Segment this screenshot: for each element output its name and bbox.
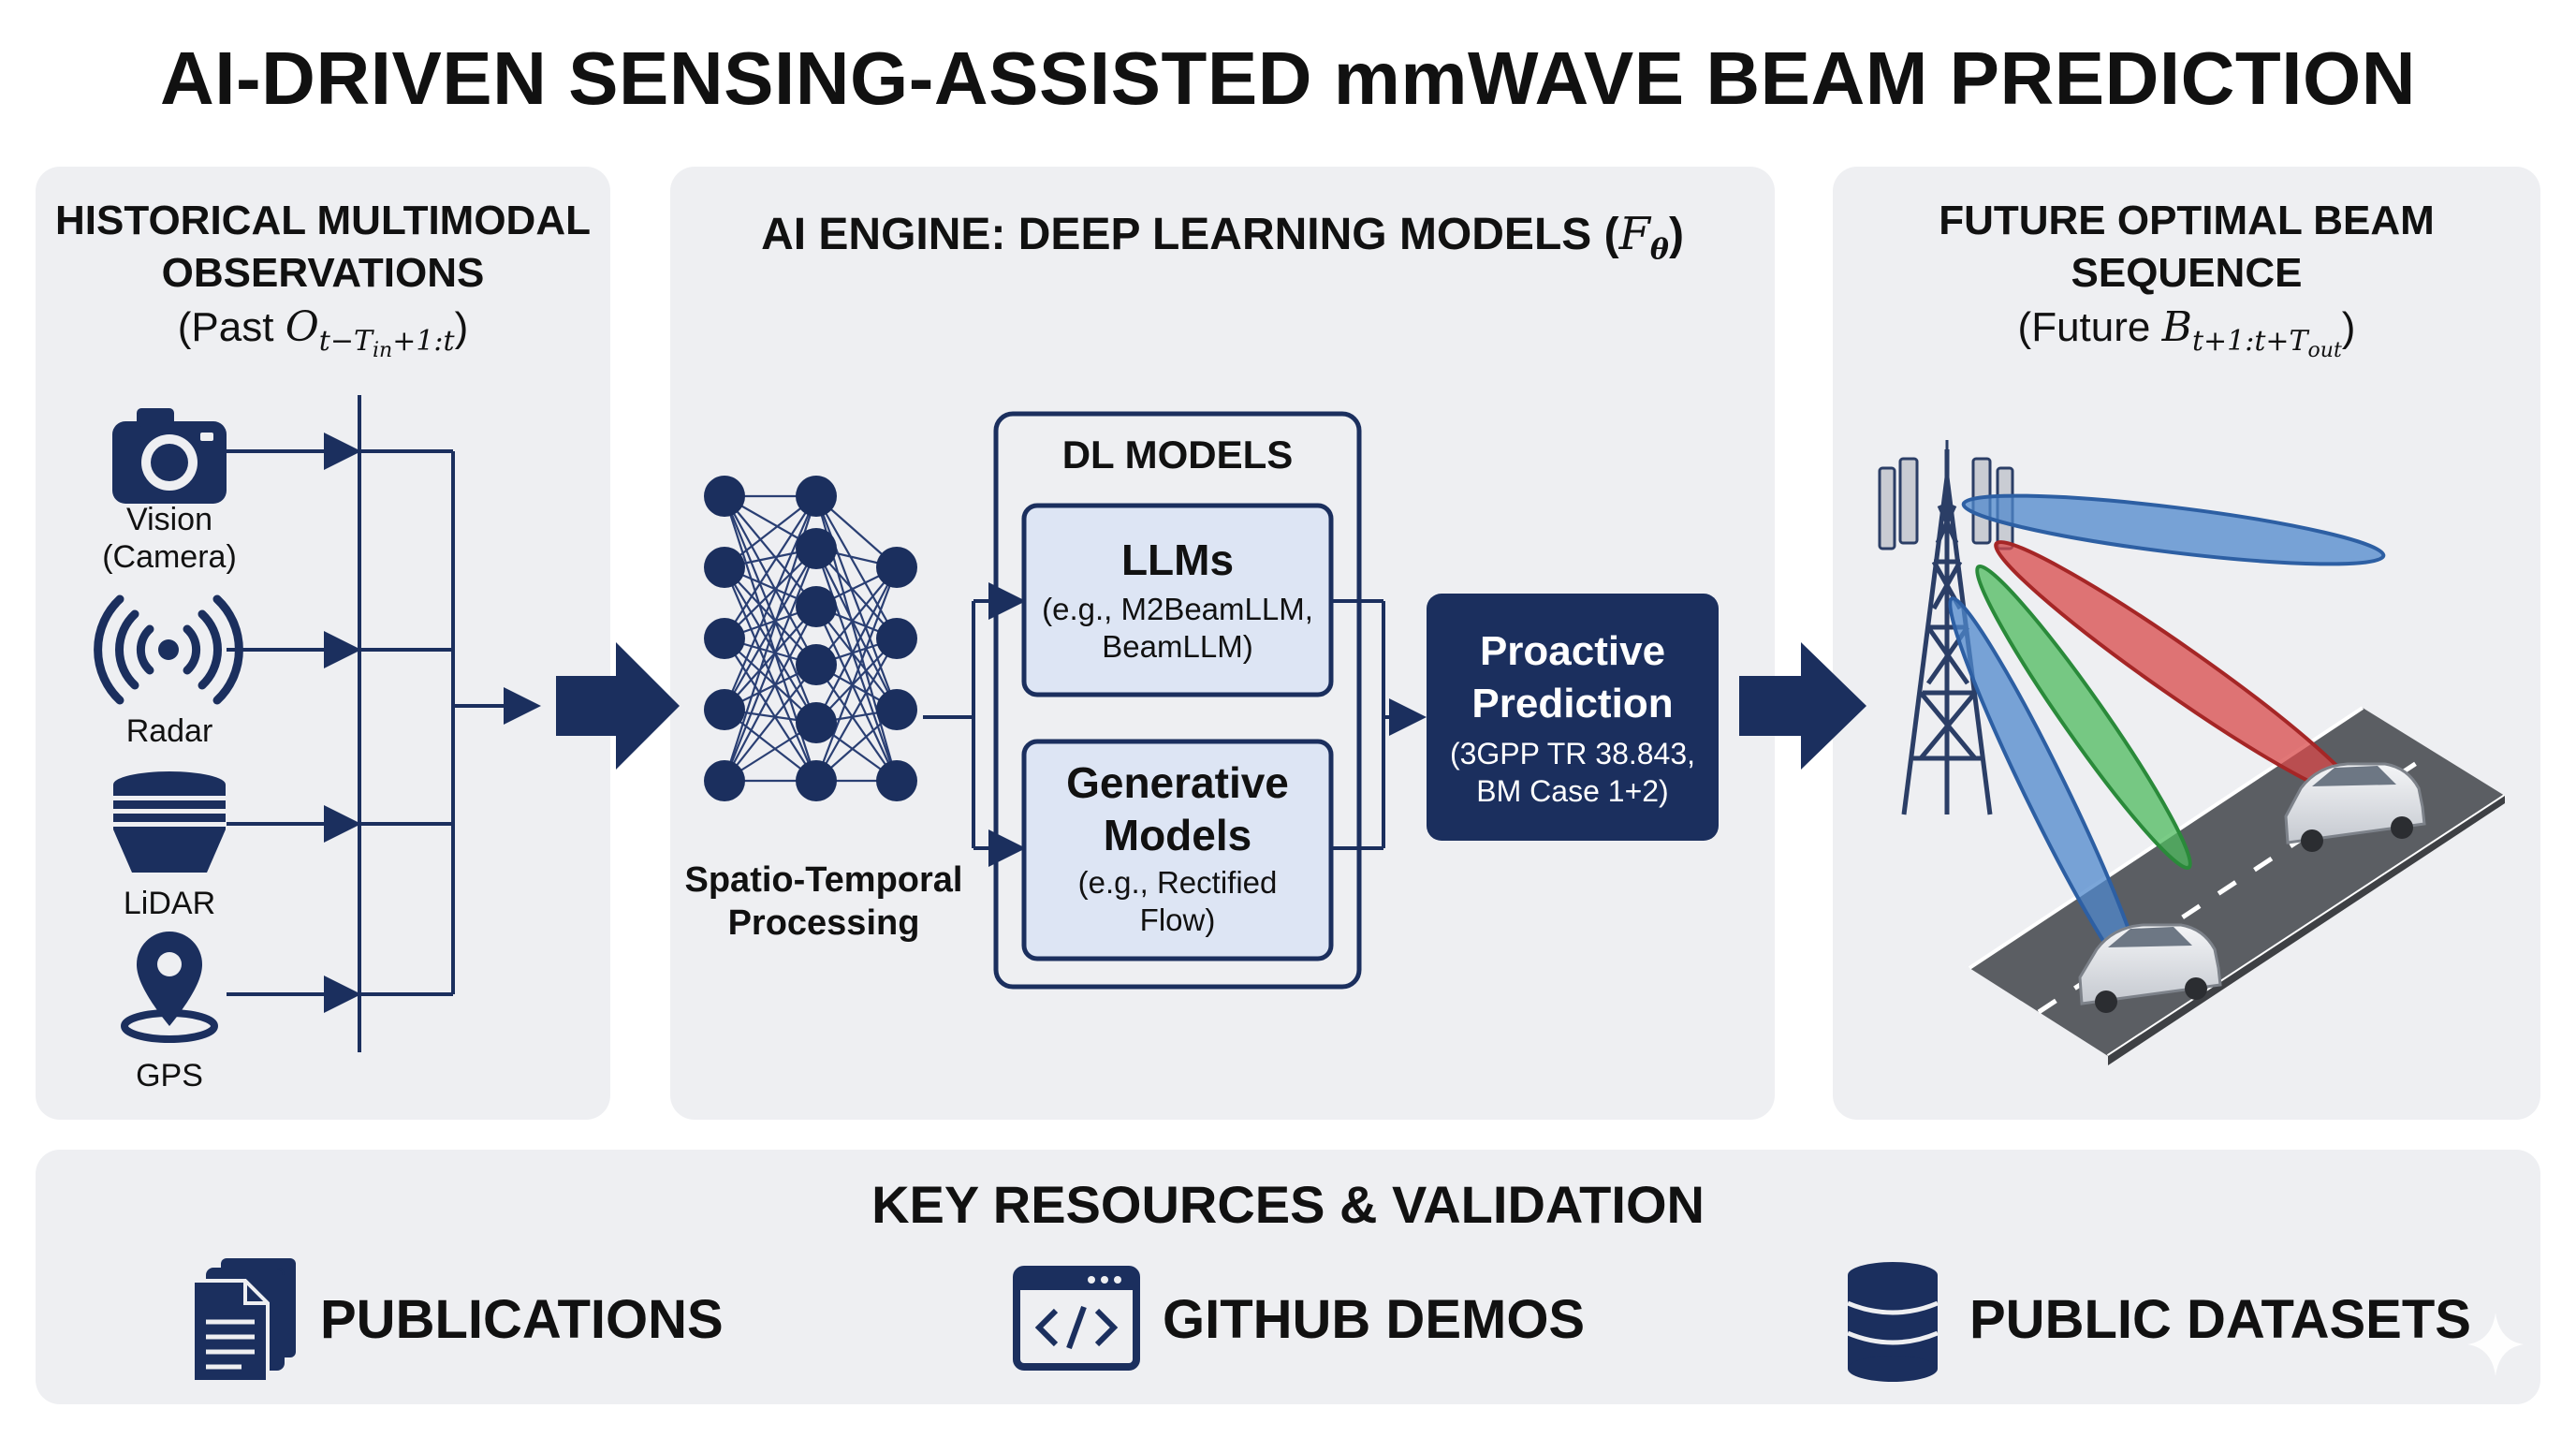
nn-node xyxy=(876,618,917,659)
input-wiring xyxy=(227,395,541,1052)
nn-node xyxy=(796,586,837,627)
generative-example-line1: (e.g., Rectified xyxy=(1078,865,1278,900)
prediction-title-line2: Prediction xyxy=(1471,681,1673,726)
nn-node xyxy=(704,618,745,659)
nn-node xyxy=(876,689,917,730)
generative-title-line2: Models xyxy=(1104,811,1251,859)
car-icon xyxy=(2284,762,2426,852)
middle-panel-title: AI ENGINE: DEEP LEARNING MODELS (Fθ) xyxy=(761,208,1684,267)
camera-label: (Camera) xyxy=(102,539,237,575)
nn-edge xyxy=(814,495,899,711)
code-window-icon xyxy=(1013,1266,1140,1371)
historical-observations-panel xyxy=(36,167,610,1120)
nn-node xyxy=(876,547,917,588)
proactive-prediction-box xyxy=(1427,594,1719,841)
beam-3 xyxy=(1975,564,2192,871)
nn-edge xyxy=(724,566,817,666)
gps-label: GPS xyxy=(136,1058,203,1093)
lidar-label: LiDAR xyxy=(124,886,215,921)
left-panel-title: HISTORICAL MULTIMODAL OBSERVATIONS (Past… xyxy=(36,195,610,379)
right-panel-subtitle: (Future Bt+1:t+Tout) xyxy=(2017,303,2356,362)
key-resources-panel xyxy=(36,1150,2540,1404)
right-panel-title: FUTURE OPTIMAL BEAM SEQUENCE (Future Bt+… xyxy=(1833,195,2540,379)
resource-label-publications: PUBLICATIONS xyxy=(320,1289,724,1350)
nn-edge xyxy=(815,566,898,724)
nn-node xyxy=(876,760,917,801)
gps-pin-icon xyxy=(121,932,218,1043)
radar-label: Radar xyxy=(126,713,213,749)
left-panel-subtitle: (Past Ot−Tin+1:t) xyxy=(177,303,469,362)
car-icon xyxy=(2078,923,2222,1013)
nn-node xyxy=(796,760,837,801)
camera-icon xyxy=(112,408,227,504)
generative-example-line2: Flow) xyxy=(1140,902,1216,937)
nn-edge xyxy=(815,566,898,666)
nn-edge xyxy=(815,638,898,782)
nn-edge xyxy=(723,566,818,782)
flow-arrow-2 xyxy=(1739,642,1866,770)
neural-network xyxy=(704,476,917,801)
nn-edge xyxy=(815,495,898,639)
documents-icon xyxy=(191,1258,296,1384)
nn-edge xyxy=(723,548,818,782)
nn-edge xyxy=(814,566,899,782)
sparkle-icon xyxy=(2467,1313,2524,1376)
lidar-icon xyxy=(113,771,226,873)
nn-edge xyxy=(815,664,898,782)
nn-node xyxy=(796,702,837,743)
bottom-panel-title: KEY RESOURCES & VALIDATION xyxy=(871,1175,1705,1234)
nn-edge xyxy=(724,638,817,782)
nn-edge xyxy=(724,664,817,782)
nn-edge xyxy=(724,566,817,724)
radar-icon xyxy=(94,594,243,705)
resource-label-public-datasets: PUBLIC DATASETS xyxy=(1969,1289,2471,1350)
generative-title-line1: Generative xyxy=(1066,758,1289,807)
nn-node xyxy=(704,760,745,801)
nn-edge xyxy=(815,548,898,711)
nn-edge xyxy=(724,548,817,639)
nn-node xyxy=(704,547,745,588)
dl-models-container xyxy=(993,411,1362,990)
llms-box xyxy=(1021,503,1334,697)
nn-edge xyxy=(724,606,817,782)
resource-label-github-demos: GITHUB DEMOS xyxy=(1163,1289,1586,1350)
llms-example-line1: (e.g., M2BeamLLM, xyxy=(1042,592,1313,626)
nn-edge xyxy=(723,495,818,711)
flow-arrow-1 xyxy=(556,642,680,770)
prediction-title-line1: Proactive xyxy=(1480,628,1665,674)
nn-edge xyxy=(815,606,898,782)
nn-edge xyxy=(724,638,817,724)
nn-edge xyxy=(724,548,817,711)
network-label-line2: Processing xyxy=(728,903,920,943)
network-label-line1: Spatio-Temporal xyxy=(685,860,963,900)
prediction-sub-line1: (3GPP TR 38.843, xyxy=(1450,737,1695,770)
database-icon xyxy=(1847,1262,1939,1382)
nn-edge xyxy=(815,606,898,711)
page-title: AI-DRIVEN SENSING-ASSISTED mmWAVE BEAM P… xyxy=(160,37,2416,120)
prediction-sub-line2: BM Case 1+2) xyxy=(1476,774,1668,808)
nn-node xyxy=(796,528,837,569)
nn-node xyxy=(796,644,837,685)
dl-models-title: DL MODELS xyxy=(1062,433,1294,477)
nn-edge xyxy=(724,606,817,711)
nn-node xyxy=(704,689,745,730)
beam-1 xyxy=(1961,493,2386,566)
llms-example-line2: BeamLLM) xyxy=(1102,629,1252,664)
nn-edge xyxy=(814,548,899,782)
nn-node xyxy=(704,476,745,517)
vision-label: Vision xyxy=(126,502,212,537)
llms-title: LLMs xyxy=(1121,536,1234,584)
nn-node xyxy=(796,476,837,517)
beams xyxy=(1948,493,2386,988)
nn-to-models-wiring xyxy=(923,582,1427,867)
generative-models-box xyxy=(1021,739,1334,961)
nn-edge xyxy=(724,495,817,639)
